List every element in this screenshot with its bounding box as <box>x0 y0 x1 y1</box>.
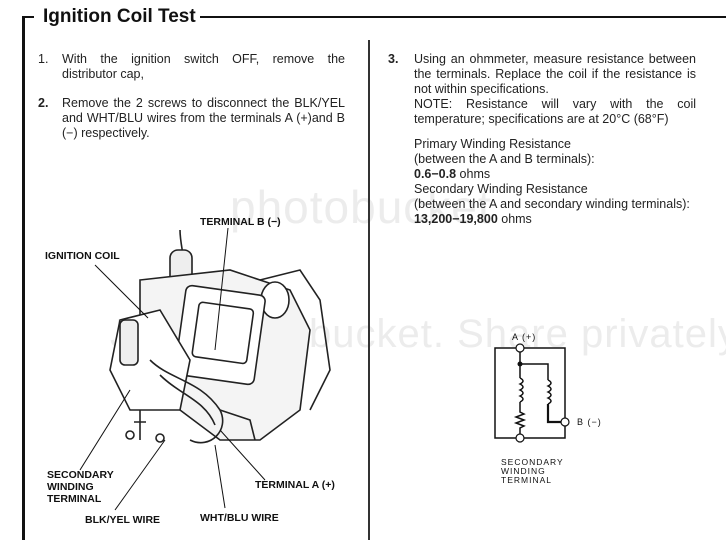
schematic-label-a: A (+) <box>512 332 537 342</box>
watermark-logo: photobucket <box>230 181 492 233</box>
step-number: 2. <box>38 96 49 110</box>
label-line: TERMINAL <box>501 475 552 485</box>
step-text: Remove the 2 screws to disconnect the BL… <box>62 96 345 110</box>
label-blk-yel-wire: BLK/YEL WIRE <box>85 514 161 526</box>
step-text: and WHT/BLU wires from the terminals A (… <box>62 111 345 125</box>
page-title: Ignition Coil Test <box>43 6 196 27</box>
frame-left-rule <box>22 16 25 540</box>
step-1: 1. With the ignition switch OFF, remove … <box>38 52 345 82</box>
primary-spec: 0.6−0.8 ohms <box>414 167 714 182</box>
label-wht-blu-wire: WHT/BLU WIRE <box>200 512 279 524</box>
label-line: SECONDARY <box>501 457 564 467</box>
label-terminal-a: TERMINAL A (+) <box>255 479 335 491</box>
label-secondary-winding-terminal: SECONDARY WINDING TERMINAL <box>47 469 114 505</box>
secondary-label: Secondary Winding Resistance <box>414 182 588 196</box>
note-text: NOTE: Resistance will vary with the coil <box>414 97 696 111</box>
secondary-spec: 13,200−19,800 ohms <box>414 212 714 227</box>
label-terminal-b: TERMINAL B (−) <box>200 216 281 228</box>
label-line: WINDING <box>47 481 94 493</box>
frame-tick <box>22 16 34 18</box>
note-text: temperature; specifications are at 20°C … <box>414 112 669 126</box>
step-3: 3. Using an ohmmeter, measure resistance… <box>388 52 696 127</box>
resistance-specs: Primary Winding Resistance (between the … <box>414 137 714 227</box>
label-line: WINDING <box>501 466 546 476</box>
primary-label: Primary Winding Resistance <box>414 137 571 151</box>
coil-schematic <box>494 343 570 443</box>
secondary-value: 13,200−19,800 <box>414 212 498 226</box>
step-text: the terminals. Replace the coil if the r… <box>414 67 696 81</box>
label-line: TERMINAL <box>47 493 102 505</box>
step-text: distributor cap, <box>62 67 144 81</box>
secondary-unit: ohms <box>497 212 532 226</box>
step-text: (−) respectively. <box>62 126 150 140</box>
primary-value: 0.6−0.8 <box>414 167 457 181</box>
label-line: SECONDARY <box>47 469 114 481</box>
primary-between: (between the A and B terminals): <box>414 152 595 166</box>
step-2: 2. Remove the 2 screws to disconnect the… <box>38 96 345 141</box>
frame-top-rule <box>200 16 726 18</box>
secondary-between: (between the A and secondary winding ter… <box>414 197 690 211</box>
step-text: not within specifications. <box>414 82 549 96</box>
primary-unit: ohms <box>456 167 491 181</box>
step-text: With the ignition switch OFF, remove the <box>62 52 345 66</box>
step-text: Using an ohmmeter, measure resistance be… <box>414 52 696 66</box>
step-number: 1. <box>38 52 49 66</box>
schematic-label-secondary: SECONDARY WINDING TERMINAL <box>501 458 564 485</box>
schematic-label-b: B (−) <box>577 417 602 427</box>
column-divider <box>368 40 370 540</box>
label-ignition-coil: IGNITION COIL <box>45 250 120 262</box>
step-number: 3. <box>388 52 399 66</box>
ignition-coil-illustration <box>79 227 331 511</box>
